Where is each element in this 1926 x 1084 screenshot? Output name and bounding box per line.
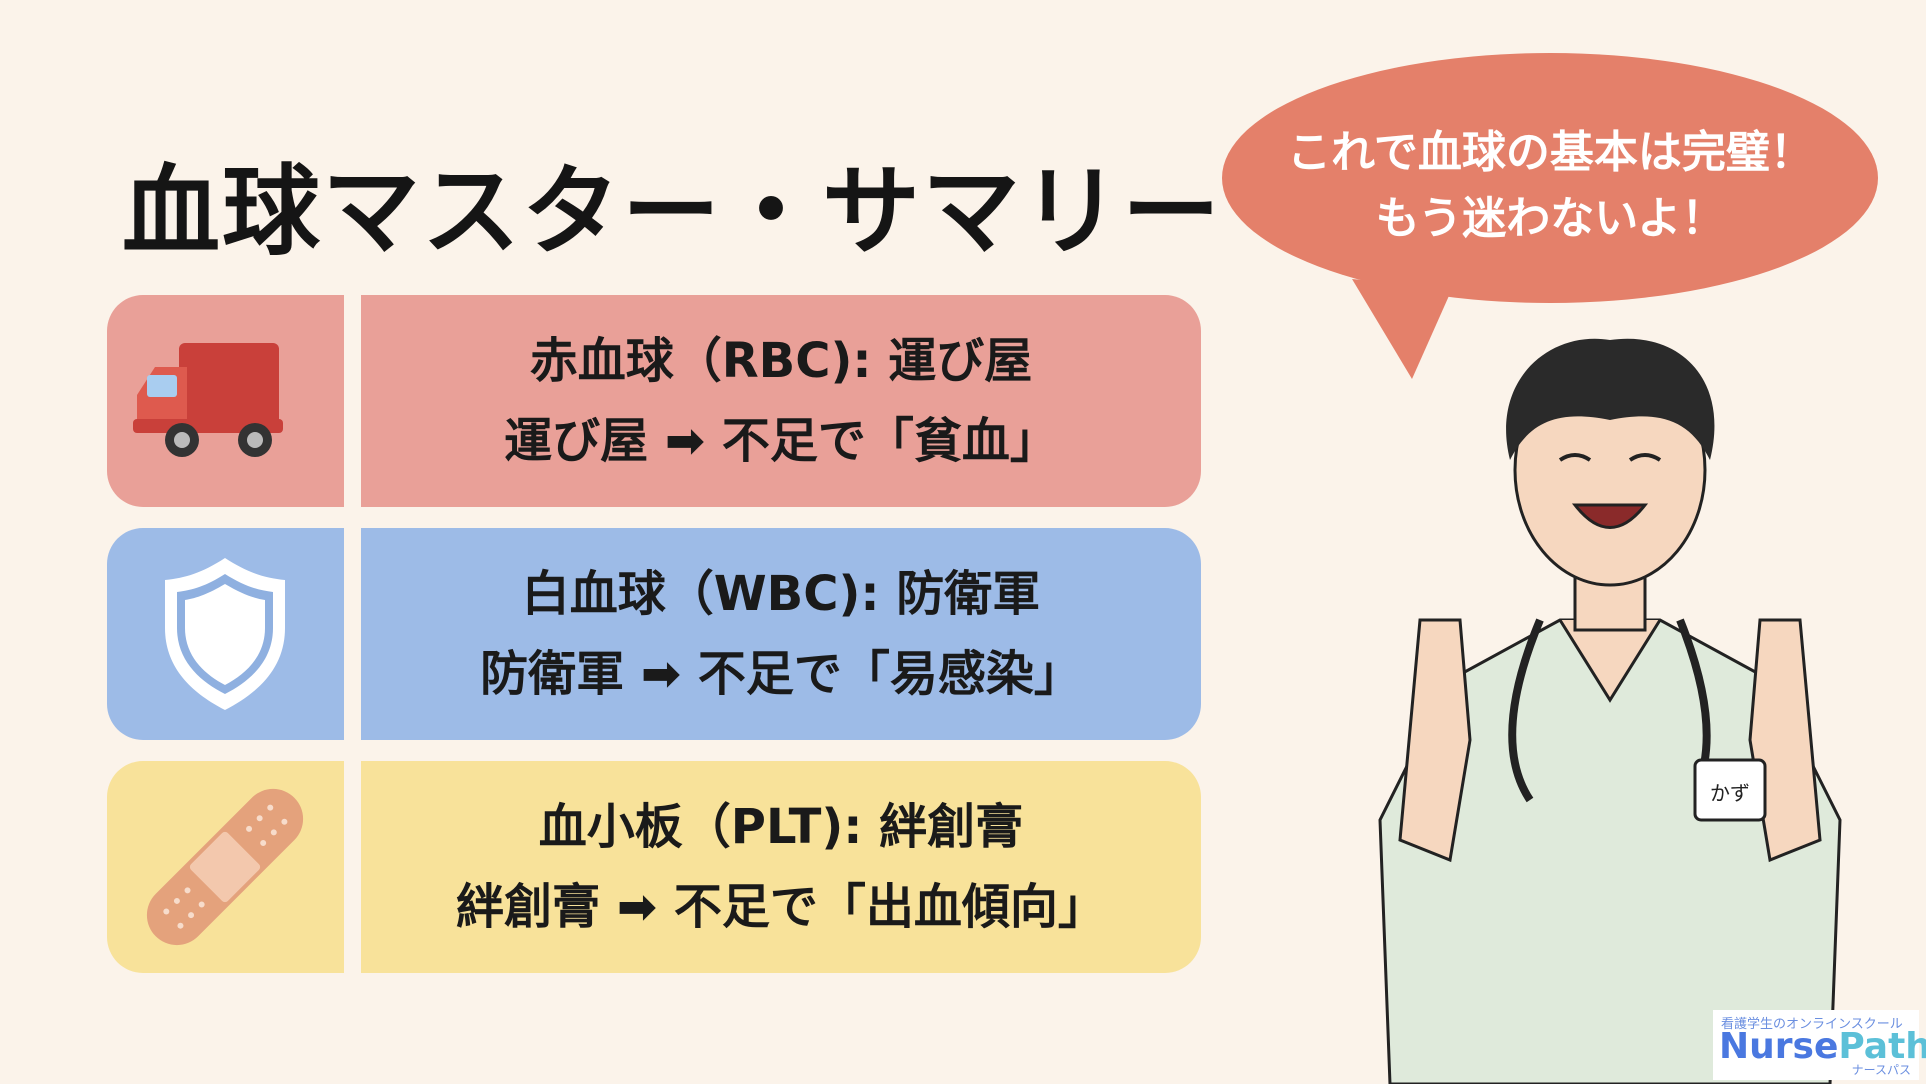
wbc-row: 白血球（WBC): 防衛軍 防衛軍 ➡ 不足で「易感染」 — [107, 528, 1201, 740]
logo-tagline: 看護学生のオンラインスクール — [1721, 1017, 1903, 1032]
nurse-character-illustration: かず — [1378, 338, 1842, 1084]
rbc-description: 運び屋 ➡ 不足で「貧血」 — [504, 413, 1058, 469]
logo-name-part1: Nurse — [1719, 1026, 1839, 1067]
page-title: 血球マスター・サマリー — [122, 155, 1223, 269]
name-badge: かず — [1710, 781, 1750, 805]
shield-icon — [165, 558, 285, 710]
logo-name-part2: Path+ — [1838, 1026, 1926, 1067]
speech-bubble — [1222, 53, 1878, 379]
rbc-row: 赤血球（RBC): 運び屋 運び屋 ➡ 不足で「貧血」 — [107, 295, 1201, 507]
plt-description: 絆創膏 ➡ 不足で「出血傾向」 — [456, 879, 1106, 935]
plt-text-cell: 血小板（PLT): 絆創膏 絆創膏 ➡ 不足で「出血傾向」 — [361, 761, 1201, 973]
truck-icon — [133, 343, 283, 457]
logo-kana: ナースパス — [1851, 1063, 1911, 1077]
bandage-icon — [146, 788, 304, 946]
rbc-text-cell: 赤血球（RBC): 運び屋 運び屋 ➡ 不足で「貧血」 — [361, 295, 1201, 507]
plt-heading: 血小板（PLT): 絆創膏 — [538, 799, 1024, 855]
wbc-icon-cell — [107, 528, 344, 740]
plt-icon-cell — [107, 761, 344, 973]
logo-name: NursePath+ — [1719, 1026, 1926, 1067]
nursepath-logo: 看護学生のオンラインスクール NursePath+ ナースパス — [1713, 1010, 1926, 1080]
speech-bubble-text: これで血球の基本は完璧！ もう迷わないよ！ — [1222, 120, 1879, 252]
speech-line-1: これで血球の基本は完璧！ — [1287, 127, 1814, 178]
rbc-icon-cell — [107, 295, 344, 507]
wbc-heading: 白血球（WBC): 防衛軍 — [521, 566, 1041, 622]
rbc-heading: 赤血球（RBC): 運び屋 — [529, 333, 1033, 389]
wbc-description: 防衛軍 ➡ 不足で「易感染」 — [480, 646, 1082, 702]
wbc-text-cell: 白血球（WBC): 防衛軍 防衛軍 ➡ 不足で「易感染」 — [361, 528, 1201, 740]
plt-row: 血小板（PLT): 絆創膏 絆創膏 ➡ 不足で「出血傾向」 — [107, 761, 1201, 973]
speech-line-2: もう迷わないよ！ — [1375, 193, 1726, 244]
